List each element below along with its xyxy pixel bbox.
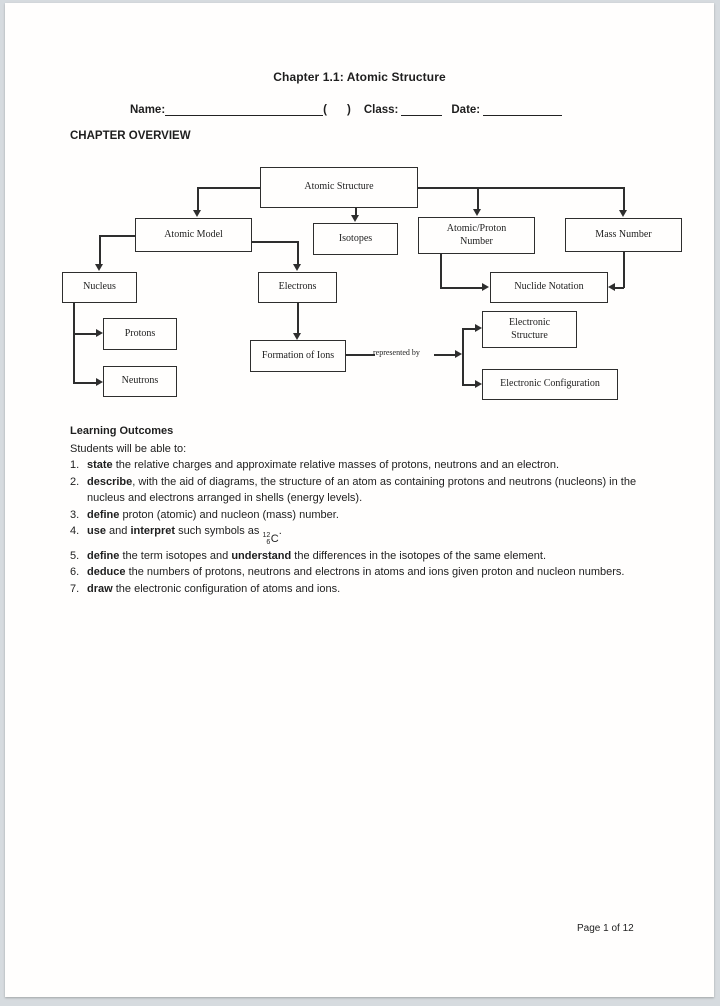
outcome-number: 3.: [70, 508, 80, 521]
paren-open: (: [323, 104, 327, 116]
node-electronic-configuration: Electronic Configuration: [482, 369, 618, 400]
arrowhead-down-icon: [293, 264, 301, 271]
node-electronic-structure: Electronic Structure: [482, 311, 577, 348]
page-title: Chapter 1.1: Atomic Structure: [273, 70, 446, 84]
document-page: Chapter 1.1: Atomic Structure Name: ( ) …: [5, 3, 714, 997]
date-label: Date:: [451, 104, 481, 116]
node-protons: Protons: [103, 318, 177, 350]
connector-line: [252, 241, 298, 243]
connector-line: [73, 333, 97, 335]
outcome-number: 2.: [70, 475, 80, 488]
outcome-number: 5.: [70, 549, 80, 562]
name-blank-field: [165, 102, 324, 116]
node-neutrons: Neutrons: [103, 366, 177, 397]
connector-line: [346, 354, 375, 356]
arrowhead-right-icon: [482, 283, 489, 291]
connector-line: [297, 241, 299, 265]
outcome-item: 7. draw the electronic configuration of a…: [70, 581, 648, 598]
connector-line: [462, 384, 476, 386]
outcome-text: define proton (atomic) and nucleon (mass…: [87, 508, 339, 521]
arrowhead-right-icon: [96, 378, 103, 386]
date-blank-field: [483, 102, 563, 116]
connector-line: [197, 187, 199, 210]
node-electrons: Electrons: [258, 272, 337, 303]
arrowhead-down-icon: [293, 333, 301, 340]
outcome-number: 4.: [70, 525, 80, 537]
class-label: Class:: [363, 104, 399, 116]
outcome-number: 7.: [70, 582, 80, 595]
connector-line: [477, 187, 479, 210]
connector-line: [462, 328, 476, 330]
name-class-date-line: Name: ( ) Class: Date:: [130, 102, 563, 116]
arrowhead-down-icon: [95, 264, 103, 271]
outcome-text: define the term isotopes and understand …: [87, 549, 547, 562]
learning-outcomes-intro: Students will be able to:: [70, 442, 187, 455]
arrowhead-down-icon: [351, 215, 359, 222]
arrowhead-right-icon: [475, 324, 482, 332]
arrowhead-right-icon: [475, 380, 482, 388]
connector-line: [297, 303, 299, 334]
arrowhead-right-icon: [96, 329, 103, 337]
node-atomic-structure: Atomic Structure: [260, 167, 418, 208]
learning-outcomes-section: Learning Outcomes Students will be able …: [70, 423, 648, 597]
outcome-number: 1.: [70, 459, 80, 471]
connector-line: [99, 235, 101, 265]
connector-line: [623, 252, 625, 288]
connector-line: [440, 254, 442, 288]
outcome-item: 2. describe, with the aid of diagrams, th…: [70, 474, 648, 507]
connector-line: [462, 328, 464, 385]
learning-outcomes-heading: Learning Outcomes: [70, 425, 174, 437]
connector-line: [73, 303, 75, 383]
concept-map: Atomic Structure Atomic Model Isotopes A…: [5, 3, 714, 423]
arrowhead-right-icon: [455, 350, 462, 358]
outcome-item: 5. define the term isotopes and understan…: [70, 548, 648, 565]
node-atomic-proton-number: Atomic/Proton Number: [418, 217, 535, 254]
arrowhead-down-icon: [473, 209, 481, 216]
outcome-text: deduce the numbers of protons, neutrons …: [87, 566, 625, 579]
connector-line: [99, 235, 135, 237]
arrowhead-down-icon: [193, 210, 201, 217]
page-number: Page 1 of 12: [577, 923, 634, 934]
node-mass-number: Mass Number: [565, 218, 682, 252]
outcome-text: describe, with the aid of diagrams, the …: [87, 475, 637, 505]
node-atomic-model: Atomic Model: [135, 218, 252, 252]
outcome-text: state the relative charges and approxima…: [87, 459, 560, 471]
node-nucleus: Nucleus: [62, 272, 137, 303]
connector-line: [440, 287, 483, 289]
node-formation-of-ions: Formation of Ions: [250, 340, 346, 372]
connector-line: [615, 287, 624, 289]
connector-line: [434, 354, 456, 356]
outcome-item: 3. define proton (atomic) and nucleon (ma…: [70, 507, 648, 524]
class-blank-field: [401, 102, 443, 116]
outcome-text: draw the electronic configuration of ato…: [87, 582, 341, 595]
outcome-item: 1. state the relative charges and approxi…: [70, 457, 648, 474]
node-isotopes: Isotopes: [313, 223, 398, 255]
connector-line: [418, 187, 624, 189]
connector-line: [197, 187, 260, 189]
node-nuclide-notation: Nuclide Notation: [490, 272, 608, 303]
arrowhead-down-icon: [619, 210, 627, 217]
chapter-overview-heading: CHAPTER OVERVIEW: [70, 130, 191, 142]
outcome-item: 6. deduce the numbers of protons, neutron…: [70, 564, 648, 581]
connector-line: [355, 208, 357, 216]
outcomes-list: 1. state the relative charges and approxi…: [70, 457, 648, 597]
name-label: Name:: [130, 104, 166, 116]
paren-close: ): [347, 104, 351, 116]
edge-label-represented-by: represented by: [373, 348, 420, 357]
connector-line: [623, 187, 625, 211]
connector-line: [73, 382, 97, 384]
outcome-number: 6.: [70, 566, 80, 579]
arrowhead-left-icon: [608, 283, 615, 291]
